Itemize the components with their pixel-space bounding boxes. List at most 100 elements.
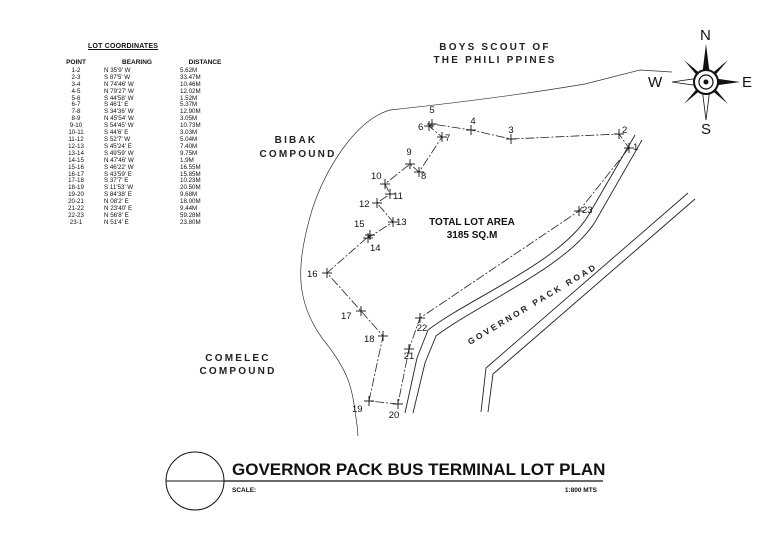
point-marker-22 (415, 313, 425, 323)
cell-point: 3-4 (71, 80, 81, 88)
cell-point: 15-16 (68, 163, 84, 171)
cell-distance: 1.52M (180, 94, 198, 102)
point-label-3: 3 (508, 125, 513, 136)
cell-point: 7-8 (71, 108, 81, 116)
point-label-1: 1 (633, 142, 638, 153)
cell-distance: 9.44M (180, 205, 198, 213)
cell-bearing: S 46'1' E (104, 101, 129, 109)
cell-distance: 10.46M (180, 80, 201, 88)
point-label-15: 15 (354, 219, 365, 230)
cell-bearing: N 08'2' E (104, 198, 129, 206)
cell-distance: 9.68M (180, 191, 198, 199)
point-label-17: 17 (341, 311, 352, 322)
cell-point: 18-19 (68, 184, 84, 192)
plan-title: GOVERNOR PACK BUS TERMINAL LOT PLAN (232, 460, 605, 479)
cell-distance: 5.62M (180, 66, 198, 74)
compass-s: S (701, 121, 711, 138)
point-label-9: 9 (406, 147, 411, 158)
cell-bearing: S 44'58' W (104, 94, 134, 102)
bibak-label-line1: BIBAK (275, 135, 318, 146)
cell-bearing: S 54'45' W (104, 122, 134, 130)
road-edge-outer (480, 192, 689, 413)
cell-point: 20-21 (68, 198, 84, 206)
cell-bearing: S 11'53' W (104, 184, 134, 192)
cell-bearing: N 51'4' E (104, 218, 129, 226)
compass-rose: N S E W (648, 27, 752, 138)
point-label-20: 20 (389, 410, 400, 421)
cell-distance: 15.85M (180, 170, 201, 178)
table-row: 5-6 S 44'58' W 1.52M (52, 94, 230, 103)
point-label-6: 6 (418, 122, 423, 133)
comelec-label-line1: COMELEC (205, 353, 270, 364)
point-marker-3 (506, 134, 516, 144)
point-marker-19 (364, 396, 374, 406)
compass-arrow-east (712, 78, 740, 86)
cell-distance: 18.00M (180, 198, 201, 206)
compass-w: W (648, 74, 663, 91)
point-marker-11 (385, 189, 395, 199)
cell-bearing: N 79'27' W (104, 87, 134, 95)
compass-n: N (700, 27, 711, 44)
point-marker-9 (405, 159, 415, 169)
lot-area-value: 3185 SQ.M (447, 230, 498, 241)
point-label-10: 10 (371, 171, 382, 182)
cell-distance: 9.75M (180, 149, 198, 157)
cell-distance: 33.47M (180, 73, 201, 81)
point-label-11: 11 (393, 191, 403, 202)
road-edge-outer-2 (487, 198, 696, 413)
cell-point: 12-13 (68, 142, 84, 150)
table-row: 17-18 S 37'7' E 10.23M (52, 178, 230, 185)
cell-bearing: N 23'40' E (104, 205, 133, 213)
point-marker-7 (437, 132, 447, 142)
cell-point: 2-3 (71, 73, 81, 81)
road-edge-inner-2 (412, 139, 643, 414)
cell-bearing: N 74'46' W (104, 80, 134, 88)
point-marker-8 (414, 167, 424, 177)
point-label-4: 4 (470, 116, 475, 127)
table-row: 20-21 N 08'2' E 18.00M (52, 198, 230, 206)
cell-distance: 7.40M (180, 142, 198, 150)
point-marker-6 (424, 121, 434, 131)
point-label-13: 13 (396, 217, 407, 228)
cell-point: 10-11 (68, 129, 84, 137)
road-edge-inner (404, 134, 636, 414)
cell-point: 4-5 (71, 87, 81, 95)
cell-point: 5-6 (71, 94, 81, 102)
cell-point: 16-17 (68, 170, 84, 178)
boy-scout-label-line1: BOYS SCOUT OF (439, 42, 550, 53)
cell-point: 17-18 (68, 177, 84, 185)
point-label-2: 2 (622, 125, 627, 136)
point-label-22: 22 (417, 323, 428, 334)
cell-bearing: S 44'6' E (104, 129, 129, 137)
point-marker-13 (388, 217, 398, 227)
cell-bearing: S 37'7' E (104, 177, 129, 185)
cell-distance: 59.28M (180, 211, 201, 219)
point-label-14: 14 (370, 243, 381, 254)
cell-bearing: N 56'8' E (104, 211, 129, 219)
bibak-label-line2: COMPOUND (259, 149, 336, 160)
cell-distance: 12.02M (180, 87, 201, 95)
table-row: 16-17 S 43'59' E 15.85M (52, 170, 230, 179)
point-marker-15 (365, 230, 375, 240)
cell-distance: 16.55M (180, 163, 201, 171)
cell-distance: 3.05M (180, 115, 198, 123)
cell-bearing: S 43'59' E (104, 170, 132, 178)
lot-area-label: TOTAL LOT AREA (429, 217, 515, 228)
table-row: 3-4 N 74'46' W 10.46M (52, 80, 230, 89)
point-marker-17 (356, 306, 366, 316)
point-label-8: 8 (421, 171, 426, 182)
cell-bearing: S 49'59' W (104, 149, 134, 157)
cell-distance: 10.23M (180, 177, 201, 185)
